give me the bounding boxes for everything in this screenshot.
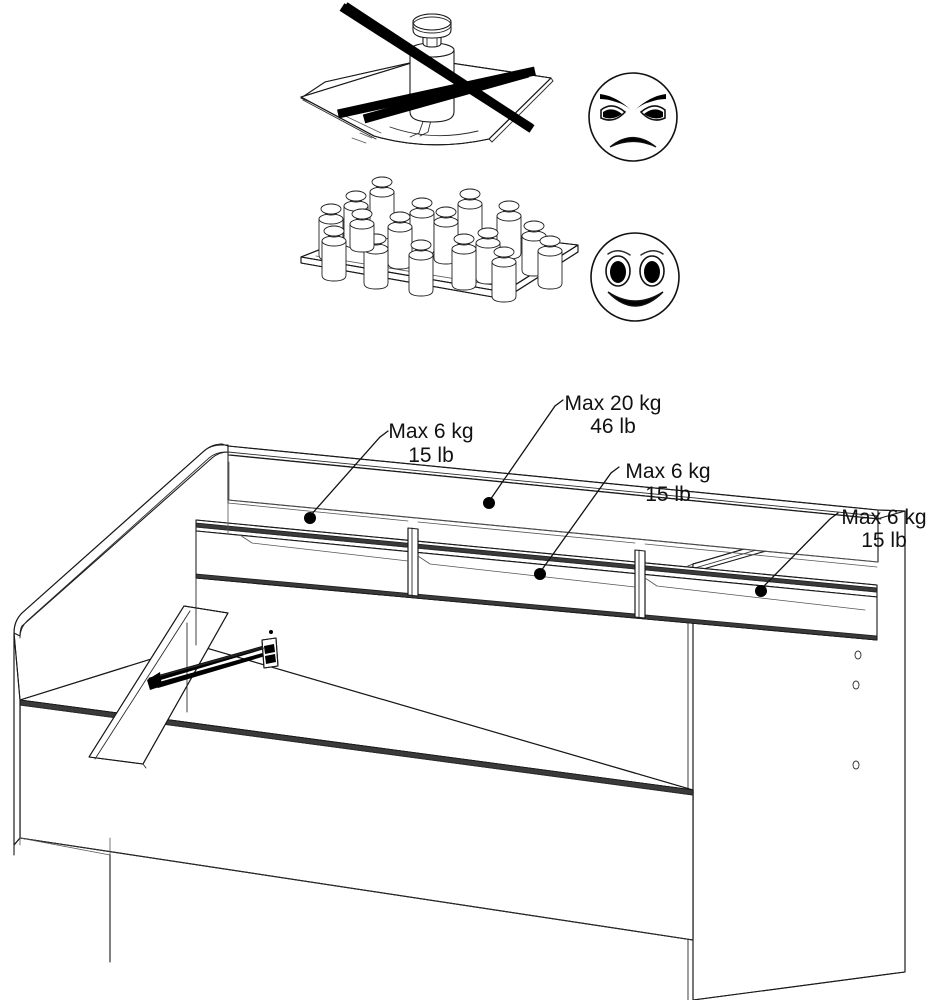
- cubby-interiors: [227, 502, 878, 611]
- leader-dot-middle-cubby: [534, 568, 546, 580]
- leader-line-top-shelf: [489, 399, 564, 501]
- cubby-shelf: [195, 519, 878, 641]
- label-middle-cubby-line1: Max 6 kg: [625, 460, 710, 483]
- callout-middle-cubby: Max 6 kg 15 lb: [534, 460, 711, 580]
- weight-item: [369, 176, 395, 240]
- label-right-cubby-line1: Max 6 kg: [841, 506, 926, 529]
- leader-dot-right-cubby: [755, 585, 767, 597]
- drawer-slide-rail: [147, 630, 279, 690]
- weight-item: [408, 239, 434, 297]
- weight-item: [321, 225, 347, 282]
- front-rail: [19, 699, 694, 941]
- label-top-shelf-line1: Max 20 kg: [565, 392, 662, 415]
- leader-dot-left-cubby: [304, 512, 316, 524]
- weight-item: [491, 246, 517, 303]
- panel-furniture: Max 6 kg 15 lb Max 20 kg 46 lb Max 6 kg …: [13, 392, 927, 1000]
- panel-correct-loading: [300, 176, 680, 322]
- leader-dot-top-shelf: [483, 497, 495, 509]
- leader-line-right-cubby: [761, 512, 839, 589]
- weight-item: [451, 233, 477, 291]
- label-middle-cubby-line2: 15 lb: [645, 483, 691, 506]
- label-top-shelf-line2: 46 lb: [590, 415, 636, 438]
- weight-item: [387, 211, 413, 270]
- label-left-cubby-line1: Max 6 kg: [388, 420, 473, 443]
- callout-right-cubby: Max 6 kg 15 lb: [755, 506, 927, 597]
- label-right-cubby-line2: 15 lb: [861, 529, 907, 552]
- label-left-cubby-line2: 15 lb: [408, 444, 454, 467]
- leader-line-middle-cubby: [540, 466, 620, 572]
- cubby-dividers: [407, 527, 646, 619]
- weight-item: [349, 208, 375, 253]
- left-side-panel: [13, 632, 21, 856]
- callout-top-shelf: Max 20 kg 46 lb: [483, 392, 661, 509]
- left-leg: [19, 837, 111, 963]
- weight-item: [537, 235, 563, 290]
- smiley-face: [590, 232, 680, 322]
- angry-face: [588, 72, 678, 162]
- x-mark: [337, 2, 536, 133]
- distributed-weights: [318, 176, 563, 303]
- leader-line-left-cubby: [309, 430, 389, 517]
- panel-incorrect-loading: [300, 2, 678, 162]
- callout-left-cubby: Max 6 kg 15 lb: [304, 420, 474, 524]
